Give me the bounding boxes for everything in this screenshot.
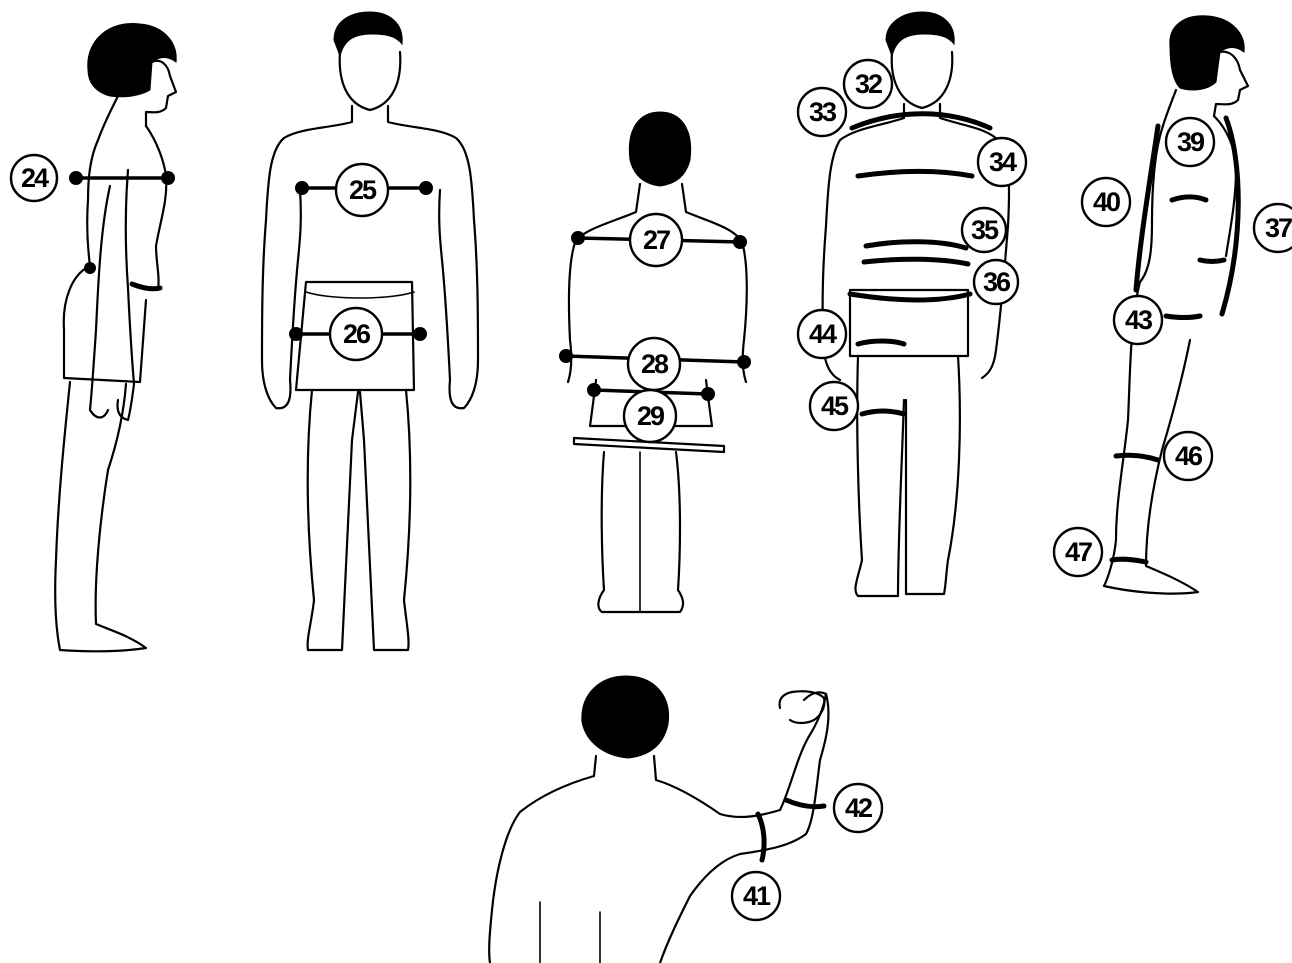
marker-label: 44 [809, 319, 837, 349]
measurement-marker-45: 45 [810, 382, 858, 430]
marker-label: 36 [983, 267, 1011, 297]
measurement-marker-34: 34 [978, 138, 1026, 186]
measurement-marker-40: 40 [1082, 178, 1130, 226]
marker-label: 45 [821, 391, 849, 421]
marker-label: 25 [349, 175, 377, 205]
measurement-marker-32: 32 [844, 60, 892, 108]
measurement-marker-27: 27 [630, 214, 682, 266]
marker-label: 34 [989, 147, 1017, 177]
measurement-marker-36: 36 [974, 260, 1018, 304]
marker-label: 26 [343, 319, 371, 349]
marker-label: 41 [743, 881, 771, 911]
marker-label: 39 [1177, 127, 1205, 157]
measurement-marker-42: 42 [834, 784, 882, 832]
marker-label: 29 [637, 401, 665, 431]
measurement-marker-46: 46 [1164, 432, 1212, 480]
marker-label: 33 [809, 97, 837, 127]
marker-label: 32 [855, 69, 882, 99]
marker-label: 40 [1093, 187, 1120, 217]
measurement-marker-44: 44 [798, 310, 846, 358]
marker-label: 37 [1265, 213, 1292, 243]
marker-label: 43 [1125, 305, 1153, 335]
measurement-marker-24: 24 [11, 155, 57, 201]
measurement-marker-41: 41 [732, 872, 780, 920]
measurement-marker-28: 28 [628, 338, 680, 390]
measurement-marker-37: 37 [1254, 204, 1292, 252]
marker-label: 46 [1175, 441, 1203, 471]
marker-label: 47 [1065, 537, 1092, 567]
measurement-marker-26: 26 [330, 308, 382, 360]
marker-label: 27 [643, 225, 670, 255]
measurement-marker-39: 39 [1166, 118, 1214, 166]
measurement-marker-35: 35 [962, 208, 1006, 252]
figure-side-view-left [55, 23, 176, 651]
marker-label: 28 [641, 349, 669, 379]
measurement-marker-33: 33 [798, 88, 846, 136]
marker-label: 35 [971, 215, 999, 245]
marker-label: 42 [845, 793, 872, 823]
figure-back-view-arm-raised [489, 676, 828, 963]
measurement-marker-43: 43 [1114, 296, 1162, 344]
measurement-marker-47: 47 [1054, 528, 1102, 576]
measurement-marker-25: 25 [336, 164, 388, 216]
measurement-marker-29: 29 [624, 390, 676, 442]
marker-label: 24 [21, 163, 49, 193]
